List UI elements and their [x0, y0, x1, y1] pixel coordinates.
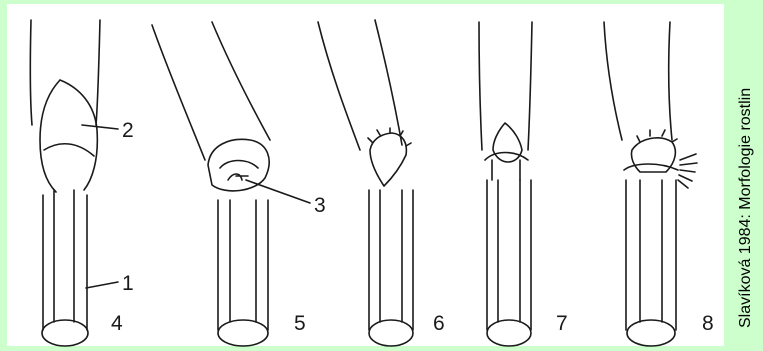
source-credit: Slavíková 1984: Morfologie rostlin [737, 88, 755, 328]
shoot-5-scar-inner [220, 161, 258, 169]
shoot-8-collar [624, 164, 678, 170]
shoot-8-whiskers [678, 154, 697, 188]
shoot-5-cut-end [218, 320, 268, 346]
shoot-7-lower-stem [487, 180, 531, 330]
shoot-7-bud [493, 123, 522, 162]
shoot-4-lower-stem [43, 190, 87, 330]
part-label-3: 3 [314, 194, 326, 217]
leader-line-2 [82, 125, 118, 129]
panel-number-8: 8 [702, 312, 714, 335]
shoot-4-bud [40, 80, 97, 192]
panel-number-4: 4 [111, 312, 123, 335]
shoot-6-lower-stem [369, 190, 413, 330]
shoot-4-cut-end [42, 320, 88, 346]
shoot-5-scar [208, 139, 269, 190]
shoot-8-lower-stem [626, 180, 676, 330]
leader-line-1 [86, 282, 118, 288]
shoot-5-vascular [228, 174, 248, 180]
shoot-7 [479, 22, 532, 346]
shoot-5-upper-stem [152, 22, 270, 160]
shoot-6-cut-end [369, 320, 413, 346]
panel-number-7: 7 [556, 312, 568, 335]
part-label-2: 2 [122, 119, 134, 142]
shoot-7-cut-end [487, 320, 531, 346]
shoot-7-upper-stem [479, 22, 532, 150]
shoot-4-bud-scale [44, 144, 94, 156]
panel-number-6: 6 [433, 312, 445, 335]
shoot-5 [152, 22, 270, 346]
shoot-4 [30, 20, 100, 346]
shoot-6 [318, 20, 413, 346]
shoot-7-collar [485, 153, 528, 181]
shoot-5-lower-stem [218, 200, 268, 330]
shoot-8-cut-end [627, 320, 675, 346]
shoot-8-upper-stem [604, 22, 672, 140]
part-label-1: 1 [122, 272, 134, 295]
shoot-4-upper-stem [30, 20, 100, 125]
shoot-8 [604, 22, 697, 346]
panel-number-5: 5 [294, 312, 306, 335]
